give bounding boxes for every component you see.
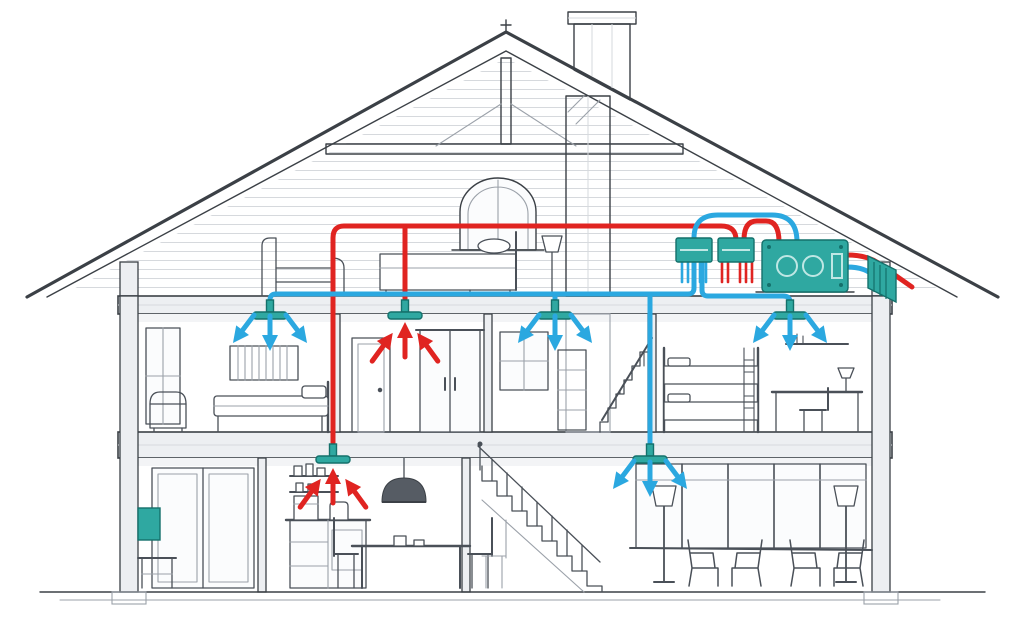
dining-chairs [333,517,507,589]
second-floor [145,327,864,434]
extract-duct-to-unit [741,218,782,245]
stair-handrail [477,443,601,563]
pendant-lamp [381,457,427,503]
supply-manifold-stubs [680,260,708,284]
flue-shaft-lower [565,313,611,433]
stair-balusters [491,458,583,572]
ground-floor [137,441,873,593]
ceiling-shadow-lower [138,458,872,466]
floor-lamp-right [833,485,859,583]
roof-struts [435,103,577,147]
kids-room [662,333,864,434]
fan-icon [802,255,824,277]
footing-right [863,591,899,605]
supply-duct-main [267,257,697,313]
footing-left [111,591,147,605]
extract-duct-main [330,223,739,457]
bathroom-door [351,337,391,433]
fan-icon [776,255,798,277]
structure [39,261,986,605]
hrv-unit [761,239,849,293]
ventilation-system [137,212,915,541]
bathroom [351,329,485,433]
bunk-bed [662,346,760,434]
kids-desk [770,367,864,433]
attic-knee-wall-left [119,261,139,297]
exterior-wall-right [871,295,891,593]
partition-downstairs-1 [257,457,267,593]
partition-upstairs-2 [483,313,493,433]
ceiling-shadow-upper [138,314,872,322]
hallway [137,467,255,589]
exterior-wall-left [119,295,139,593]
partition-downstairs-2 [461,457,471,593]
roof-inner-edge [46,50,958,298]
supply-manifold [675,237,713,263]
living-room-windows [629,463,873,551]
extract-manifold-stubs [720,260,754,284]
wall-radiator [229,345,299,381]
chimney [567,11,637,101]
roof-air-grille [867,254,897,304]
hall-stool [137,557,177,589]
king-post [500,57,512,145]
floor-lamp-left [651,485,677,583]
kitchen [284,457,507,589]
study-window [499,331,549,391]
dining-table [350,535,472,589]
kitchen-counter [284,495,372,589]
control-panel [137,507,161,541]
bedroom-chair [149,391,187,433]
living-room [629,463,873,587]
study [499,331,653,433]
shelf-unit [557,349,587,431]
sliding-wardrobe [151,467,255,589]
bedroom [145,327,330,434]
stair-top [599,337,653,433]
bed [213,380,330,434]
extract-manifold [717,237,755,263]
bedroom-window [145,327,181,425]
gable-siding [64,58,948,294]
staircase [477,441,603,593]
supply-duct-to-unit [691,212,800,245]
roof-finial [500,19,512,33]
